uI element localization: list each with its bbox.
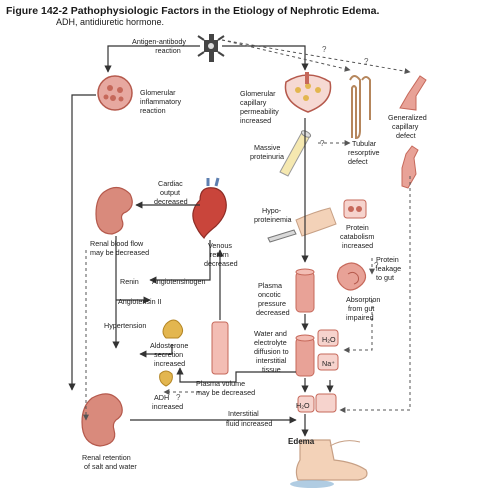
label-plasma-onc-1: Plasma xyxy=(258,281,282,290)
label-aldosterone-1: Aldosterone xyxy=(150,341,188,350)
label-gen-cap-1: Generalized xyxy=(388,113,427,122)
label-h2o-a: H₂O xyxy=(322,335,336,344)
question-mark-4: ? xyxy=(176,393,181,402)
pituitary-icon xyxy=(160,371,173,386)
label-gen-cap-2: capillary xyxy=(392,122,419,131)
label-renal-bf-2: may be decreased xyxy=(90,248,149,257)
label-glom-perm-2: capillary xyxy=(240,98,267,107)
label-aldosterone-3: increased xyxy=(154,359,185,368)
antigen-antibody-icon xyxy=(198,34,224,62)
kidney-bottom-icon xyxy=(82,394,122,446)
label-interstitial-1: Interstitial xyxy=(228,409,259,418)
label-prot-cat-2: catabolism xyxy=(340,232,374,241)
protein-catabolism-icon xyxy=(344,200,366,218)
question-mark-3: ? xyxy=(374,261,379,270)
label-renal-ret-1: Renal retention xyxy=(82,453,131,462)
label-absorption-2: from gut xyxy=(348,304,374,313)
edematous-foot-icon xyxy=(290,440,367,488)
label-adh-1: ADH xyxy=(154,393,169,402)
label-angiotensin: Angiotensin II xyxy=(118,297,162,306)
kidney-top-icon xyxy=(96,187,132,234)
label-renin: Renin xyxy=(120,277,139,286)
label-plasma-onc-4: decreased xyxy=(256,308,290,317)
adrenal-gland-icon xyxy=(163,320,183,338)
label-h2o-b: H₂O xyxy=(296,401,310,410)
label-water-2: electrolyte xyxy=(254,338,287,347)
label-tubular-2: resorptive xyxy=(348,148,380,157)
label-tubular-3: defect xyxy=(348,157,368,166)
label-cardiac-2: output xyxy=(160,188,180,197)
label-edema: Edema xyxy=(288,437,315,446)
label-absorption-1: Absorption xyxy=(346,295,380,304)
label-antigen-1: Antigen-antibody xyxy=(132,37,186,46)
label-adh-2: increased xyxy=(152,402,183,411)
question-mark-2: ? xyxy=(320,139,325,148)
label-interstitial-2: fluid increased xyxy=(226,419,272,428)
label-renal-bf-1: Renal blood flow xyxy=(90,239,144,248)
heart-icon xyxy=(193,178,226,238)
urine-tube-icon xyxy=(280,129,312,176)
intestine-icon xyxy=(337,263,365,290)
label-na-a: Na⁺ xyxy=(322,359,335,368)
label-renal-ret-2: of salt and water xyxy=(84,462,137,471)
label-tubular-1: Tubular xyxy=(352,139,377,148)
label-prot-cat-3: increased xyxy=(342,241,373,250)
label-hypertension: Hypertension xyxy=(104,321,146,330)
label-water-5: tissue xyxy=(262,365,281,374)
label-aldosterone-2: secretion xyxy=(154,350,183,359)
label-glom-infl-2: inflammatory xyxy=(140,97,182,106)
question-mark-1: ? xyxy=(322,45,327,54)
label-antigen-2: reaction xyxy=(155,46,181,55)
label-massive-1: Massive xyxy=(254,143,280,152)
label-hypo-2: proteinemia xyxy=(254,215,292,224)
label-venous-2: return xyxy=(210,250,229,259)
label-prot-cat-1: Protein xyxy=(346,223,369,232)
label-glom-infl-1: Glomerular xyxy=(140,88,176,97)
label-glom-perm-1: Glomerular xyxy=(240,89,276,98)
label-plasma-onc-3: pressure xyxy=(258,299,286,308)
question-mark-5: ? xyxy=(364,57,369,66)
glomerulus-inflamed-icon xyxy=(98,76,132,110)
label-gen-cap-3: defect xyxy=(396,131,416,140)
label-massive-2: proteinuria xyxy=(250,152,284,161)
label-cardiac-3: decreased xyxy=(154,197,188,206)
label-plasma-vol-1: Plasma volume xyxy=(196,379,245,388)
label-cardiac-1: Cardiac xyxy=(158,179,183,188)
label-glom-infl-3: reaction xyxy=(140,106,166,115)
label-venous-1: Venous xyxy=(208,241,232,250)
label-glom-perm-3: permeability xyxy=(240,107,279,116)
label-prot-leak-3: to gut xyxy=(376,273,394,282)
label-water-3: diffusion to xyxy=(254,347,289,356)
label-hypo-1: Hypo- xyxy=(262,206,282,215)
label-plasma-vol-2: may be decreased xyxy=(196,388,255,397)
label-prot-leak-1: Protein xyxy=(376,255,399,264)
label-venous-3: decreased xyxy=(204,259,238,268)
label-water-4: interstitial xyxy=(256,356,287,365)
label-absorption-3: impaired xyxy=(346,313,374,322)
renal-tubule-icon xyxy=(350,76,370,138)
label-prot-leak-2: leakage xyxy=(376,264,401,273)
glomerulus-capillary-icon xyxy=(285,72,330,112)
label-glom-perm-4: increased xyxy=(240,116,271,125)
label-angiotensinogen: Angiotensinogen xyxy=(152,277,206,286)
label-water-1: Water and xyxy=(254,329,287,338)
label-plasma-onc-2: oncotic xyxy=(258,290,281,299)
